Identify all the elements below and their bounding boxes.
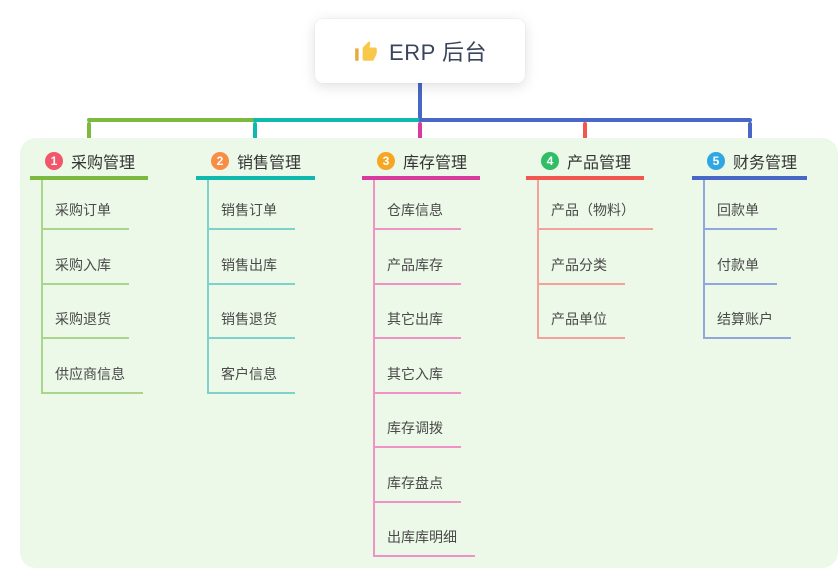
- child-label: 回款单: [705, 200, 777, 230]
- connector-root-vertical: [418, 80, 422, 122]
- child-label: 产品单位: [539, 309, 625, 339]
- branch-children: 仓库信息 产品库存 其它出库 其它入库 库存调拨 库存盘点 出库库明细: [373, 180, 480, 557]
- branch-label: 采购管理: [71, 155, 136, 172]
- thumbs-up-icon: [353, 38, 379, 64]
- branch-inventory-management: 3 库存管理 仓库信息 产品库存 其它出库 其它入库 库存调拨 库存盘点 出库库…: [362, 150, 480, 557]
- child-node: 产品库存: [375, 230, 480, 285]
- child-node: 采购订单: [43, 180, 148, 230]
- child-label: 其它入库: [375, 364, 461, 394]
- branch-number-badge: 4: [541, 152, 559, 170]
- branch-children: 采购订单 采购入库 采购退货 供应商信息: [41, 180, 148, 394]
- child-label: 采购订单: [43, 200, 129, 230]
- branch-number-badge: 3: [377, 152, 395, 170]
- child-label: 销售订单: [209, 200, 295, 230]
- child-label: 产品（物料）: [539, 200, 653, 230]
- child-label: 销售出库: [209, 255, 295, 285]
- child-label: 结算账户: [705, 309, 791, 339]
- child-node: 出库库明细: [375, 503, 480, 557]
- child-label: 供应商信息: [43, 364, 143, 394]
- branch-label: 库存管理: [403, 155, 468, 172]
- branch-number-badge: 1: [45, 152, 63, 170]
- child-label: 出库库明细: [375, 527, 475, 557]
- child-node: 回款单: [705, 180, 807, 230]
- child-label: 采购退货: [43, 309, 129, 339]
- connector-drop-product: [583, 122, 587, 144]
- branch-label: 销售管理: [237, 155, 302, 172]
- child-label: 产品分类: [539, 255, 625, 285]
- branch-header: 5 财务管理: [692, 150, 807, 180]
- connector-drop-purchase: [87, 122, 91, 144]
- child-node: 产品单位: [539, 285, 644, 339]
- branch-sales-management: 2 销售管理 销售订单 销售出库 销售退货 客户信息: [196, 150, 315, 394]
- child-node: 其它出库: [375, 285, 480, 339]
- branch-number-badge: 5: [707, 152, 725, 170]
- child-label: 付款单: [705, 255, 777, 285]
- child-node: 采购入库: [43, 230, 148, 285]
- branch-header: 2 销售管理: [196, 150, 315, 180]
- connector-drop-inventory: [418, 122, 422, 144]
- child-node: 供应商信息: [43, 339, 148, 394]
- child-node: 客户信息: [209, 339, 315, 394]
- branches-panel: [20, 138, 838, 568]
- child-label: 库存调拨: [375, 418, 461, 448]
- branch-children: 回款单 付款单 结算账户: [703, 180, 807, 339]
- branch-label: 财务管理: [733, 155, 798, 172]
- branch-product-management: 4 产品管理 产品（物料） 产品分类 产品单位: [526, 150, 653, 339]
- child-node: 库存盘点: [375, 448, 480, 503]
- child-node: 结算账户: [705, 285, 807, 339]
- child-label: 产品库存: [375, 255, 461, 285]
- branch-header: 4 产品管理: [526, 150, 644, 180]
- child-label: 客户信息: [209, 364, 295, 394]
- child-node: 产品（物料）: [539, 180, 653, 230]
- connector-horizontal-blue: [419, 118, 752, 122]
- branch-label: 产品管理: [567, 155, 632, 172]
- connector-drop-sales: [253, 122, 257, 144]
- child-node: 采购退货: [43, 285, 148, 339]
- branch-number-badge: 2: [211, 152, 229, 170]
- branch-children: 产品（物料） 产品分类 产品单位: [537, 180, 653, 339]
- root-node-label: ERP 后台: [389, 40, 487, 65]
- child-node: 库存调拨: [375, 394, 480, 448]
- child-label: 销售退货: [209, 309, 295, 339]
- branch-finance-management: 5 财务管理 回款单 付款单 结算账户: [692, 150, 807, 339]
- branch-children: 销售订单 销售出库 销售退货 客户信息: [207, 180, 315, 394]
- root-node: ERP 后台: [315, 19, 525, 83]
- child-label: 其它出库: [375, 309, 461, 339]
- child-label: 仓库信息: [375, 200, 461, 230]
- branch-header: 3 库存管理: [362, 150, 480, 180]
- branch-purchase-management: 1 采购管理 采购订单 采购入库 采购退货 供应商信息: [30, 150, 148, 394]
- child-node: 产品分类: [539, 230, 644, 285]
- child-node: 仓库信息: [375, 180, 480, 230]
- child-node: 销售退货: [209, 285, 315, 339]
- child-label: 库存盘点: [375, 473, 461, 503]
- connector-horizontal-teal: [253, 118, 421, 122]
- branch-header: 1 采购管理: [30, 150, 148, 180]
- child-node: 销售订单: [209, 180, 315, 230]
- child-node: 销售出库: [209, 230, 315, 285]
- connector-drop-finance: [748, 122, 752, 144]
- connector-horizontal-green: [87, 118, 257, 122]
- child-node: 其它入库: [375, 339, 480, 394]
- child-node: 付款单: [705, 230, 807, 285]
- child-label: 采购入库: [43, 255, 129, 285]
